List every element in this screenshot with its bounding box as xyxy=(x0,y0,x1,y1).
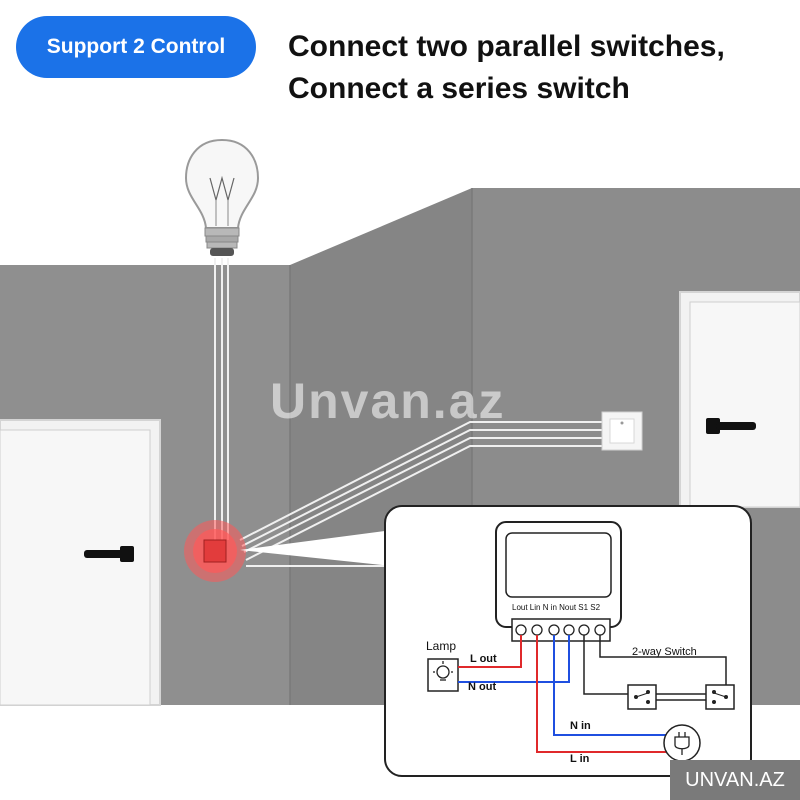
switch-icon xyxy=(705,684,735,710)
support-badge: Support 2 Control xyxy=(16,16,256,78)
right-door xyxy=(679,291,800,508)
callout-pointer xyxy=(240,530,392,566)
lamp-icon xyxy=(433,661,453,681)
scene-wires xyxy=(214,258,605,567)
terminal-screws xyxy=(515,624,606,636)
plug-icon xyxy=(663,724,701,762)
wiring-diagram-inset: Lamp Lout Lin N in Nout S1 S2 L out N ou… xyxy=(384,505,752,777)
headline: Connect two parallel switches, Connect a… xyxy=(288,26,725,110)
l-in-label: L in xyxy=(570,753,590,765)
l-out-label: L out xyxy=(470,653,497,665)
headline-line-2: Connect a series switch xyxy=(288,72,630,105)
door-handle-icon xyxy=(706,418,756,434)
n-in-label: N in xyxy=(570,720,591,732)
corner-watermark-badge: UNVAN.AZ xyxy=(670,760,800,800)
switch-icon xyxy=(627,684,657,710)
watermark: Unvan.az xyxy=(270,373,506,429)
left-door xyxy=(0,419,161,706)
wall-switch-icon xyxy=(601,411,643,451)
light-bulb-icon xyxy=(184,138,260,256)
lamp-label: Lamp xyxy=(426,639,457,653)
lamp-box xyxy=(427,658,459,692)
n-out-label: N out xyxy=(468,681,497,693)
two-way-switch-label: 2-way Switch xyxy=(632,646,697,658)
door-handle-icon xyxy=(84,546,134,562)
wiring-diagram xyxy=(427,521,735,762)
terminals-label: Lout Lin N in Nout S1 S2 xyxy=(512,603,601,612)
smart-switch-module xyxy=(184,520,246,582)
headline-line-1: Connect two parallel switches, xyxy=(288,30,725,63)
